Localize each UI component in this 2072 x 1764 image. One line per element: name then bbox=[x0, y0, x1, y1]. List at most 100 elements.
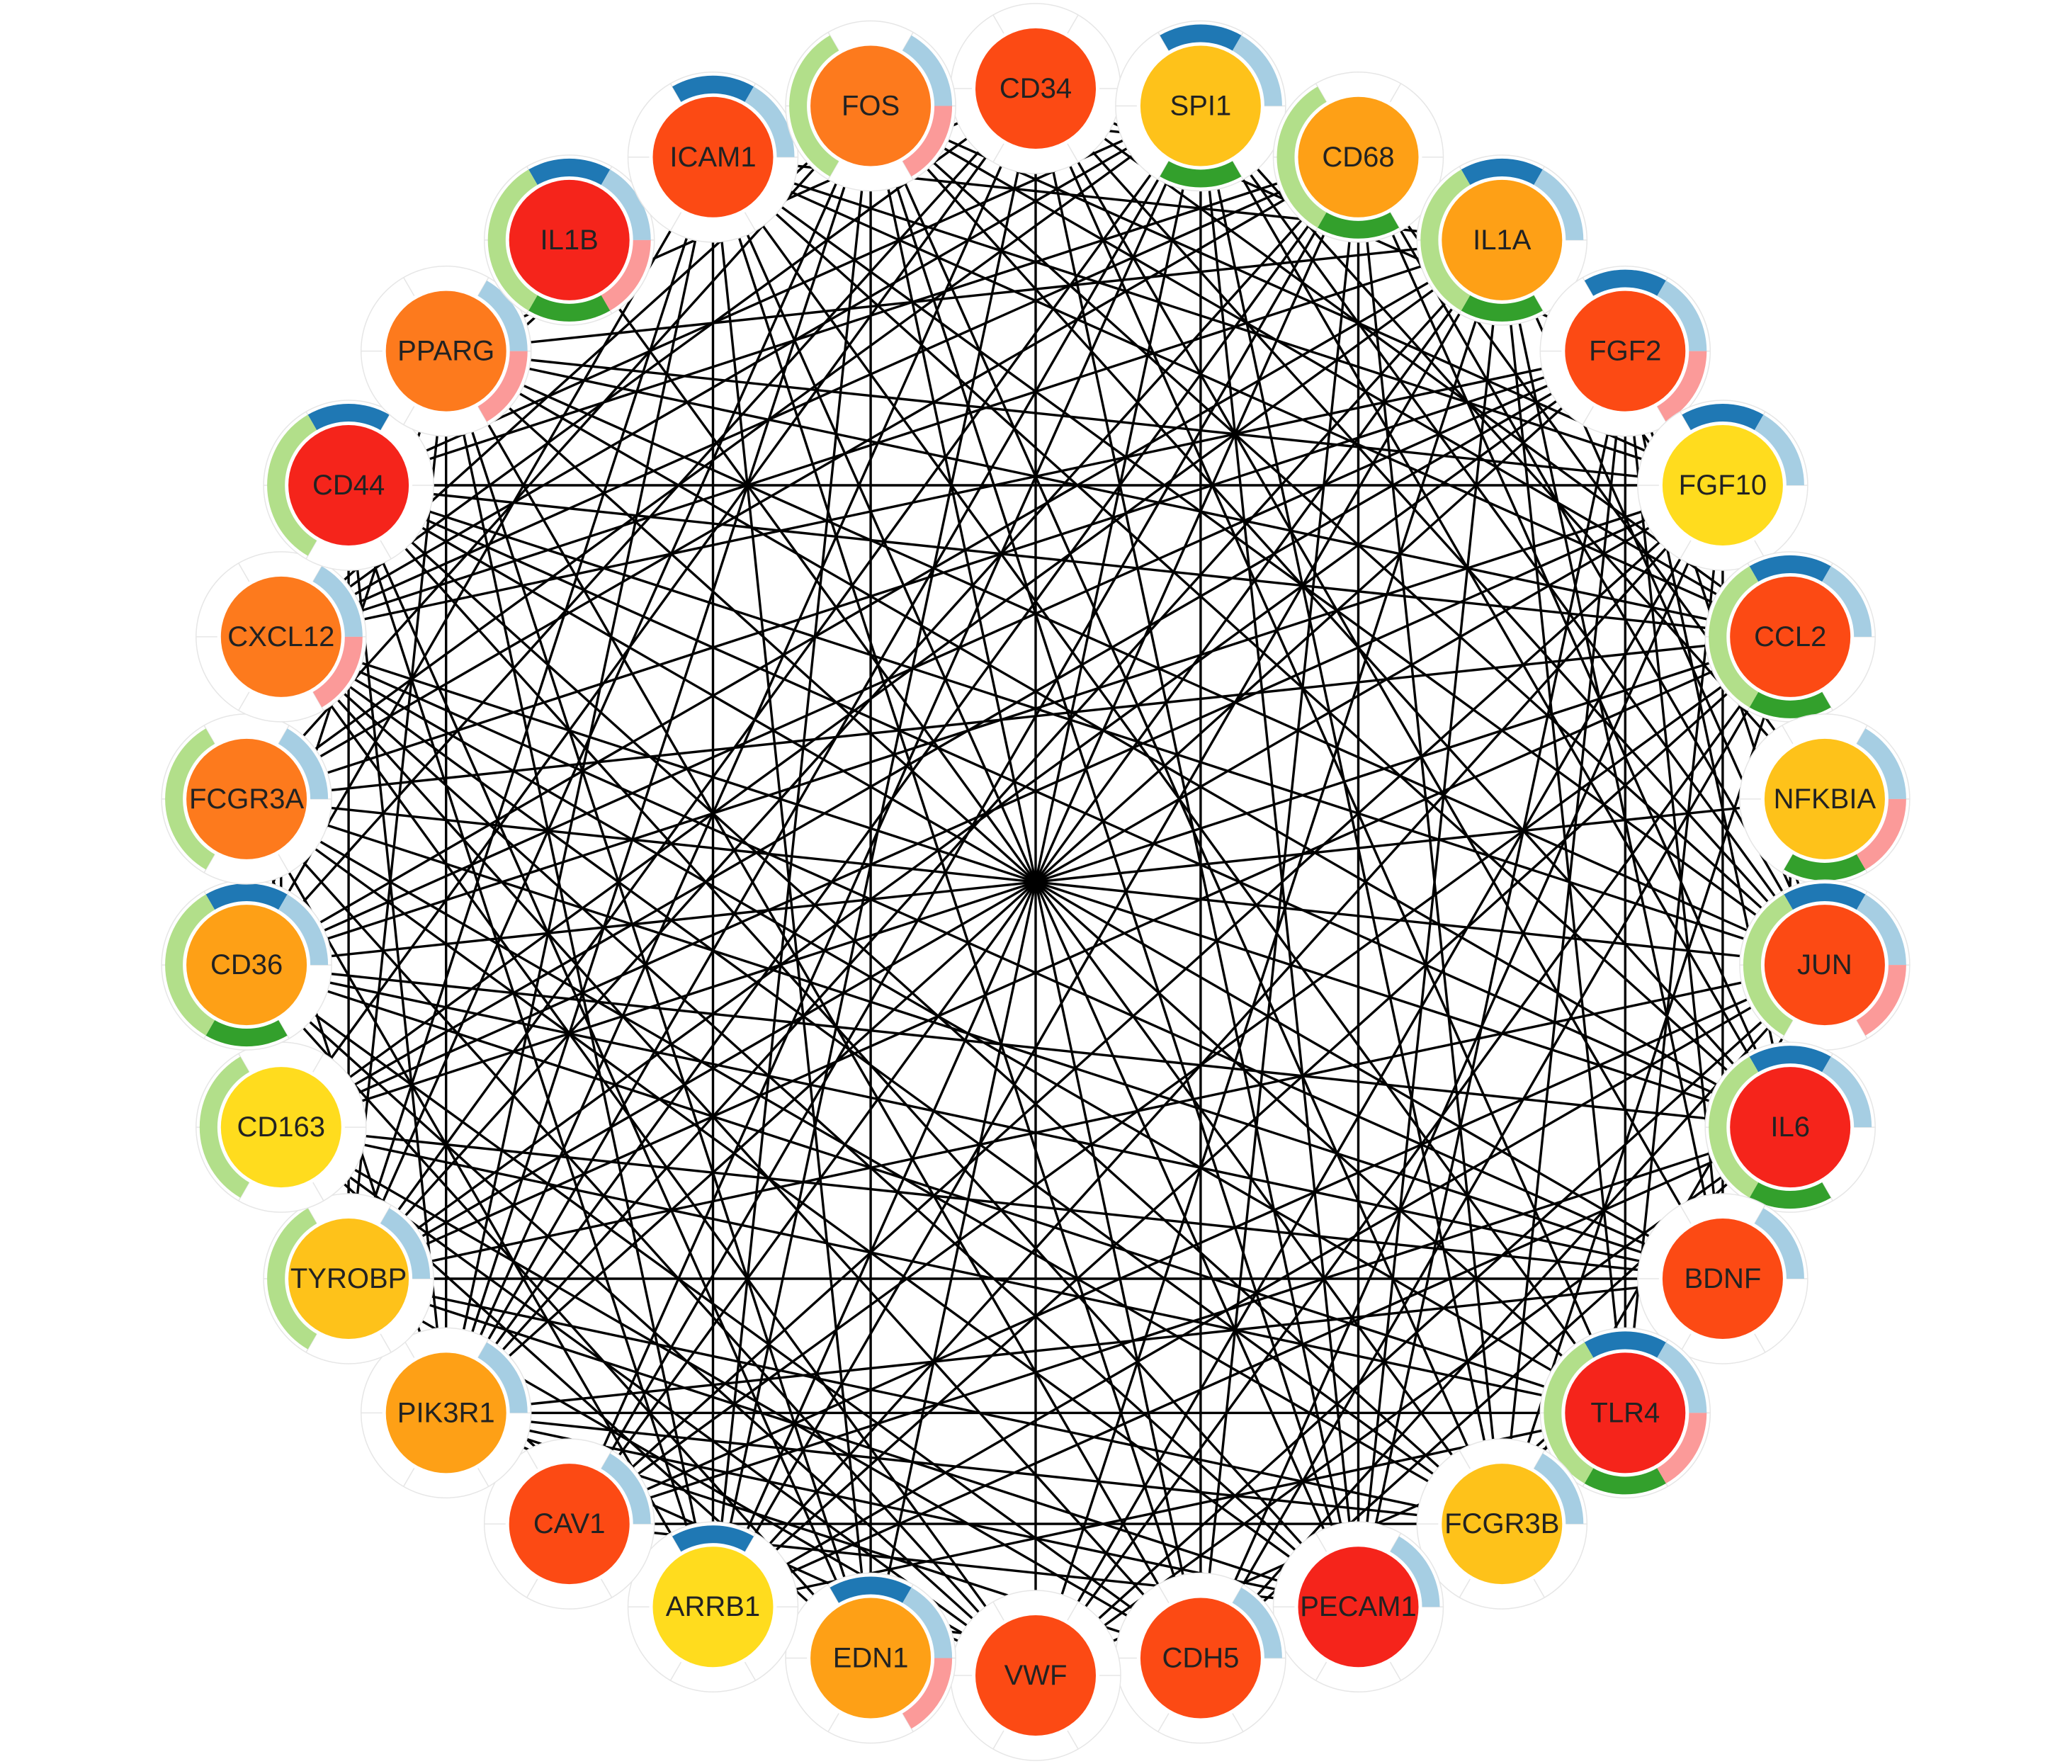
ring-segment-ring-light-blue bbox=[1232, 35, 1282, 106]
ring-segment-ring-dark-blue bbox=[1584, 269, 1666, 296]
ring-segment-ring-light-blue bbox=[1856, 894, 1906, 966]
gene-node-pecam1[interactable]: PECAM1 bbox=[1272, 1521, 1444, 1692]
edge-IL6-ICAM1 bbox=[712, 156, 1791, 1129]
ring-segment-ring-light-blue bbox=[601, 169, 651, 240]
node-circle bbox=[652, 1547, 774, 1668]
gene-node-tlr4[interactable]: TLR4 bbox=[1539, 1327, 1711, 1499]
edge-CCL2-CD44 bbox=[348, 484, 1791, 638]
ring-divider bbox=[1389, 1661, 1402, 1681]
edge-FGF10-CAV1 bbox=[568, 484, 1724, 1525]
ring-segment-ring-light-blue bbox=[278, 894, 329, 966]
node-circle bbox=[385, 1352, 506, 1474]
node-circle bbox=[810, 1598, 932, 1719]
gene-node-edn1[interactable]: EDN1 bbox=[785, 1572, 956, 1744]
edge-JUN-ICAM1 bbox=[712, 156, 1825, 966]
gene-label: TLR4 bbox=[1590, 1397, 1660, 1428]
gene-node-vwf[interactable]: VWF bbox=[950, 1590, 1121, 1761]
ring-segment-ring-pink bbox=[477, 351, 528, 422]
ring-segment-ring-light-blue bbox=[902, 1587, 953, 1658]
gene-label: ICAM1 bbox=[669, 142, 756, 173]
edge-CD68-PIK3R1 bbox=[445, 156, 1359, 1414]
gene-node-spi1[interactable]: SPI1 bbox=[1115, 20, 1286, 192]
gene-node-fos[interactable]: FOS bbox=[785, 20, 956, 192]
gene-node-nfkbia[interactable]: NFKBIA bbox=[1739, 713, 1910, 885]
edge-PECAM1-FCGR3A bbox=[246, 798, 1359, 1608]
gene-node-il1b[interactable]: IL1B bbox=[483, 154, 655, 326]
ring-divider bbox=[238, 562, 250, 582]
gene-node-pik3r1[interactable]: PIK3R1 bbox=[360, 1327, 532, 1499]
gene-node-tyrobp[interactable]: TYROBP bbox=[263, 1193, 434, 1364]
edge-IL1A-CD36 bbox=[246, 239, 1503, 966]
ring-divider bbox=[1157, 161, 1170, 180]
gene-node-il1a[interactable]: IL1A bbox=[1416, 154, 1588, 326]
ring-segment-ring-light-green bbox=[1743, 894, 1793, 1036]
gene-node-jun[interactable]: JUN bbox=[1739, 879, 1910, 1051]
edge-EDN1-PPARG bbox=[445, 351, 872, 1659]
gene-node-icam1[interactable]: ICAM1 bbox=[627, 72, 799, 243]
gene-node-arrb1[interactable]: ARRB1 bbox=[627, 1521, 799, 1692]
gene-node-fcgr3b[interactable]: FCGR3B bbox=[1416, 1438, 1588, 1610]
gene-node-cd44[interactable]: CD44 bbox=[263, 400, 434, 571]
gene-label: CXCL12 bbox=[227, 621, 334, 652]
gene-label: TYROBP bbox=[290, 1263, 407, 1294]
gene-label: FGF10 bbox=[1679, 470, 1767, 501]
ring-segment-ring-dark-green bbox=[1461, 295, 1543, 322]
ring-segment-ring-dark-green bbox=[1784, 854, 1866, 881]
gene-node-ccl2[interactable]: CCL2 bbox=[1704, 551, 1876, 723]
node-circle bbox=[1730, 576, 1851, 697]
ring-divider bbox=[238, 691, 250, 711]
gene-node-fgf10[interactable]: FGF10 bbox=[1637, 400, 1808, 571]
ring-segment-ring-dark-blue bbox=[1682, 403, 1764, 431]
gene-node-cdh5[interactable]: CDH5 bbox=[1115, 1572, 1286, 1744]
ring-segment-ring-dark-blue bbox=[307, 403, 390, 431]
gene-label: FGF2 bbox=[1589, 336, 1661, 367]
ring-divider bbox=[1067, 14, 1079, 34]
gene-node-il6[interactable]: IL6 bbox=[1704, 1041, 1876, 1213]
gene-node-cd34[interactable]: CD34 bbox=[950, 3, 1121, 174]
gene-node-cd163[interactable]: CD163 bbox=[196, 1041, 367, 1213]
gene-node-cav1[interactable]: CAV1 bbox=[483, 1438, 655, 1610]
edge-PECAM1-FOS bbox=[869, 105, 1360, 1607]
ring-divider bbox=[403, 1468, 415, 1487]
ring-divider bbox=[992, 14, 1004, 34]
node-circle bbox=[288, 425, 409, 545]
edge-JUN-CD44 bbox=[348, 484, 1825, 966]
ring-segment-ring-light-blue bbox=[278, 728, 329, 799]
ring-segment-ring-light-blue bbox=[745, 86, 795, 157]
gene-node-cd36[interactable]: CD36 bbox=[161, 879, 332, 1051]
ring-divider bbox=[1680, 411, 1692, 431]
gene-label: BDNF bbox=[1684, 1263, 1761, 1294]
ring-segment-ring-pink bbox=[601, 239, 651, 311]
gene-node-fgf2[interactable]: FGF2 bbox=[1539, 265, 1711, 437]
node-circle bbox=[1565, 290, 1686, 412]
edge-CD34-PECAM1 bbox=[1034, 88, 1360, 1607]
ring-divider bbox=[1821, 691, 1833, 711]
ring-segment-ring-pink bbox=[1856, 965, 1906, 1036]
gene-label: PIK3R1 bbox=[397, 1397, 495, 1428]
ring-segment-ring-dark-blue bbox=[1749, 1046, 1831, 1073]
ring-segment-ring-dark-blue bbox=[1461, 158, 1543, 185]
edge-FGF2-PECAM1 bbox=[1357, 351, 1626, 1607]
edge-FCGR3B-TYROBP bbox=[348, 1277, 1502, 1525]
gene-label: FCGR3B bbox=[1444, 1508, 1559, 1539]
ring-segment-ring-light-blue bbox=[380, 1208, 431, 1279]
gene-node-bdnf[interactable]: BDNF bbox=[1637, 1193, 1808, 1364]
edge-CCL2-PPARG bbox=[446, 349, 1791, 638]
gene-node-fcgr3a[interactable]: FCGR3A bbox=[161, 713, 332, 885]
ring-segment-ring-dark-green bbox=[1584, 1468, 1666, 1495]
ring-divider bbox=[992, 1730, 1004, 1750]
edge-FCGR3B-FOS bbox=[869, 105, 1503, 1525]
node-circle bbox=[810, 45, 932, 166]
edge-CDH5-CXCL12 bbox=[280, 635, 1202, 1659]
ring-divider bbox=[1389, 1532, 1402, 1552]
gene-label: IL1B bbox=[540, 225, 599, 256]
gene-node-cd68[interactable]: CD68 bbox=[1272, 72, 1444, 243]
ring-segment-ring-light-green bbox=[165, 728, 215, 870]
edge-CD68-CD44 bbox=[348, 156, 1359, 487]
gene-node-cxcl12[interactable]: CXCL12 bbox=[196, 551, 367, 723]
ring-segment-ring-light-blue bbox=[1754, 1208, 1804, 1279]
gene-node-pparg[interactable]: PPARG bbox=[360, 265, 532, 437]
edge-FGF2-CD163 bbox=[280, 350, 1626, 1129]
ring-segment-ring-light-green bbox=[267, 414, 317, 556]
